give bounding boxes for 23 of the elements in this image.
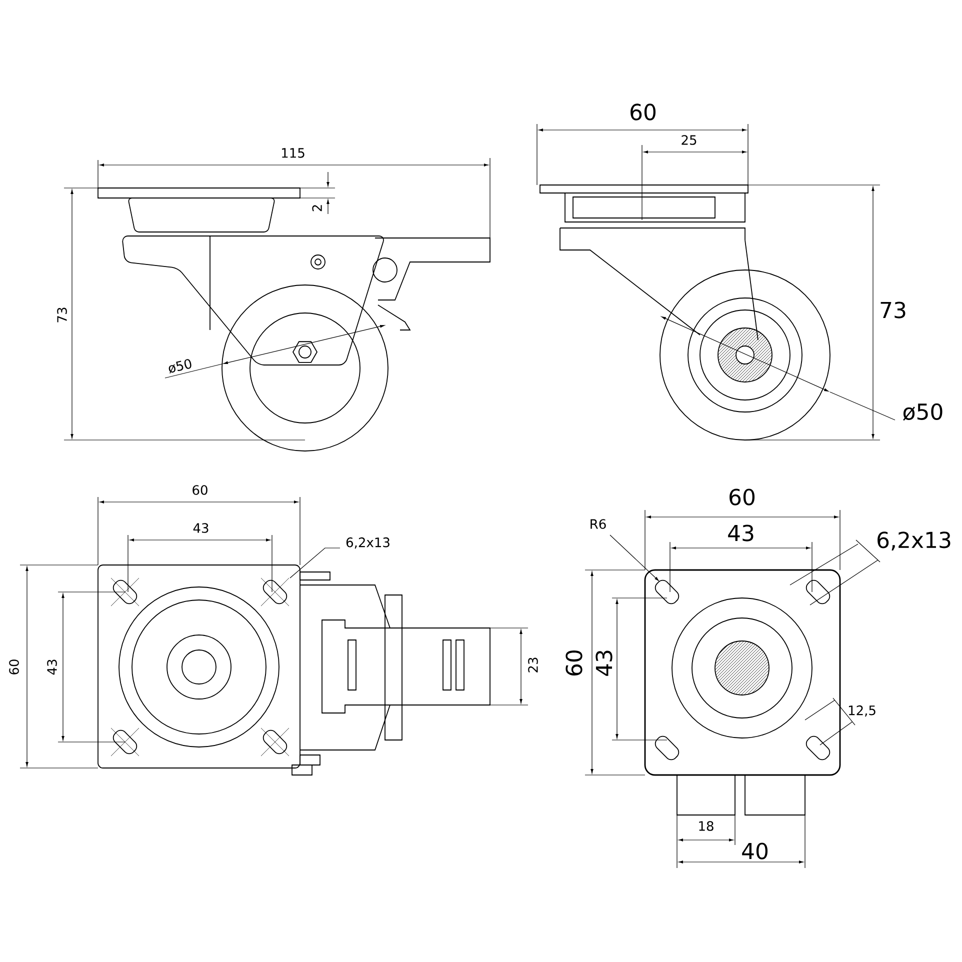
dimension-label: 43	[193, 523, 208, 533]
dimension-label: 23	[528, 658, 538, 672]
dimension-label: 40	[742, 842, 768, 860]
dimension-label: 6,2x13	[878, 532, 950, 550]
dimension-label: R6	[590, 519, 606, 529]
dimension-label: 43	[728, 524, 754, 542]
dimension-label: 25	[682, 135, 696, 145]
dimension-label: 18	[699, 821, 714, 831]
dimension-label: 43	[47, 660, 57, 675]
dimension-label: 60	[730, 488, 755, 506]
dimension-label: 60	[566, 650, 582, 676]
dimension-label: 60	[630, 104, 656, 120]
dimension-label: 43	[596, 650, 612, 676]
dimension-label: 115	[282, 148, 304, 158]
dimension-label: 2	[312, 205, 322, 212]
dimension-label: 60	[192, 485, 208, 495]
dimension-label: 12,5	[848, 705, 876, 717]
dimension-label: ø50	[903, 403, 942, 421]
dimension-label: ø50	[168, 359, 192, 374]
dimension-label: 60	[9, 660, 19, 674]
dimension-label: 73	[880, 302, 906, 318]
dimension-label: 73	[57, 308, 67, 322]
dimension-label: 6,2x13	[346, 537, 390, 549]
